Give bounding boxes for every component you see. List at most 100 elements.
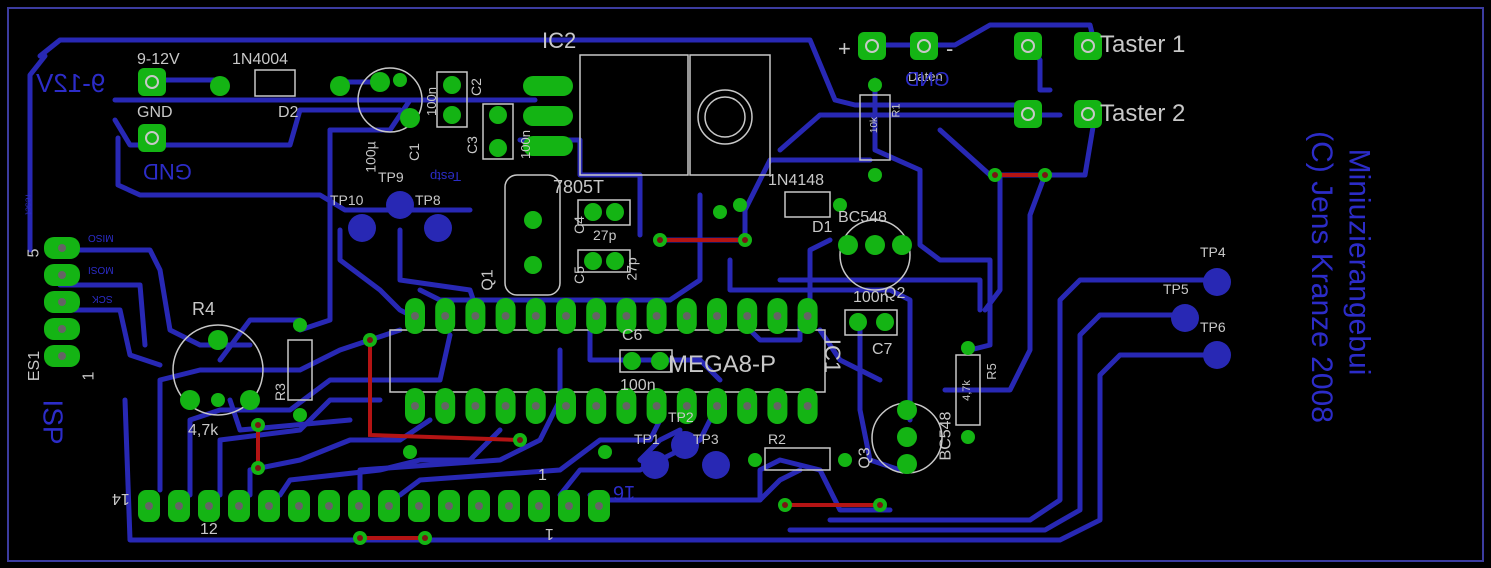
label-c1-val: 100µ bbox=[362, 141, 379, 173]
label-q2: Q2 bbox=[884, 285, 906, 302]
label-tp3: TP3 bbox=[693, 431, 719, 447]
label-tp9: TP9 bbox=[378, 169, 404, 185]
bottom-9-12v: 9-12V bbox=[36, 68, 106, 98]
label-c4: C4 bbox=[570, 216, 587, 234]
isp-pin-drill bbox=[58, 298, 66, 306]
bottom-copyright: (C) Jens Kranze 2008 bbox=[1304, 131, 1338, 423]
ic1-pin-top-drill bbox=[713, 312, 721, 320]
label-r5: R5 bbox=[983, 363, 999, 380]
label-c2-val: 100n bbox=[423, 87, 439, 116]
header-pin-drill bbox=[595, 502, 603, 510]
ic1-pin-top-drill bbox=[592, 312, 601, 320]
label-pin5: 5 bbox=[25, 248, 43, 258]
ic1-pin-top-drill bbox=[803, 312, 812, 320]
header-pin-drill bbox=[535, 502, 543, 510]
silkscreen bbox=[172, 54, 981, 474]
ic1-pin-top-drill bbox=[531, 312, 540, 320]
label-tp10: TP10 bbox=[330, 192, 364, 208]
ic1-pin-top-drill bbox=[743, 312, 752, 320]
label-gnd-top: GND bbox=[137, 104, 173, 121]
label-9-12v: 9-12V bbox=[137, 51, 180, 68]
label-c7-val: 100n bbox=[853, 289, 889, 306]
label-miso: MISO bbox=[88, 232, 114, 243]
taster2-label: Taster 2 bbox=[1100, 100, 1186, 127]
label-bc548-bot: BC548 bbox=[937, 411, 955, 461]
header-pin-drill bbox=[205, 502, 213, 510]
label-r4: R4 bbox=[192, 299, 216, 319]
ic1-pin-bottom-drill bbox=[471, 402, 480, 410]
connector-drills bbox=[145, 39, 1095, 145]
label-1n4004: 1N4004 bbox=[232, 51, 289, 68]
label-d2: D2 bbox=[278, 104, 299, 121]
header-pads bbox=[138, 490, 610, 522]
ic1-label: IC1 bbox=[820, 338, 846, 374]
label-daten: Daten bbox=[908, 69, 943, 84]
label-c3: C3 bbox=[463, 136, 480, 154]
label-bc548-top: BC548 bbox=[838, 209, 887, 226]
label-r2: R2 bbox=[768, 431, 786, 447]
ic1-pin-bottom-drill bbox=[531, 402, 540, 410]
bottom-gnd-right: GND bbox=[905, 69, 950, 91]
header-pin-drill bbox=[235, 502, 243, 510]
label-minus: - bbox=[946, 36, 954, 61]
header-pin-drill bbox=[355, 502, 363, 510]
ic1-pin-bottom-drill bbox=[743, 402, 752, 410]
label-hdr16: 16 bbox=[613, 481, 636, 503]
header-pin-drill bbox=[325, 502, 333, 510]
isp-pin-drill bbox=[58, 271, 66, 279]
label-r1: R1 bbox=[890, 103, 903, 118]
label-r5-val: 4,7k bbox=[960, 380, 973, 401]
label-r4-val: 4,7k bbox=[188, 422, 219, 439]
ic1-pin-bottom-drill bbox=[562, 402, 570, 410]
taster1-label: Taster 1 bbox=[1100, 31, 1186, 58]
bottom-traces bbox=[27, 22, 1218, 543]
ic1-pin-top-drill bbox=[622, 312, 631, 320]
label-c7: C7 bbox=[872, 341, 893, 358]
ic1-pin-bottom-drill bbox=[682, 402, 691, 410]
label-hdr14: 14 bbox=[112, 490, 130, 507]
header-pin-drill bbox=[415, 502, 423, 510]
ic1-pin-top-drill bbox=[501, 312, 510, 320]
ic1-pin-bottom-drill bbox=[652, 402, 661, 410]
ic1-pin-top-drill bbox=[562, 312, 570, 320]
label-27p-a: 27p bbox=[593, 227, 617, 243]
label-r1-val: 10k bbox=[869, 116, 881, 134]
label-7805t: 7805T bbox=[553, 177, 605, 197]
ic1-pads bbox=[405, 298, 818, 424]
label-plus: + bbox=[838, 36, 851, 61]
header-pin-drill bbox=[265, 502, 273, 510]
ic1-pin-bottom-drill bbox=[622, 402, 631, 410]
ic1-pin-bottom-drill bbox=[773, 402, 782, 410]
label-tp5: TP5 bbox=[1163, 281, 1189, 297]
header-pin-drill bbox=[505, 502, 513, 510]
label-sck: SCK bbox=[92, 293, 113, 304]
red-wires bbox=[256, 173, 1045, 540]
header-pin-drill bbox=[295, 502, 303, 510]
ic1-pin-top-drill bbox=[682, 312, 691, 320]
isp-pin-drill bbox=[58, 244, 66, 252]
test-points bbox=[348, 191, 1231, 479]
label-1n4148: 1N4148 bbox=[768, 172, 825, 189]
regulator-pads bbox=[523, 76, 573, 156]
ic2-label: IC2 bbox=[542, 28, 577, 53]
bottom-isp: ISP bbox=[37, 399, 69, 445]
label-c6-val: 100n bbox=[620, 377, 656, 394]
label-hdr12: 12 bbox=[200, 521, 218, 538]
label-tp2: TP2 bbox=[668, 409, 694, 425]
label-hdr1: 1 bbox=[538, 467, 547, 484]
label-hdr1b: 1 bbox=[545, 525, 554, 542]
label-pin1: 1 bbox=[80, 371, 98, 381]
isp-pin-drill bbox=[58, 352, 66, 360]
ic1-pin-top-drill bbox=[471, 312, 480, 320]
bottom-product: Miniuzierangebui bbox=[1342, 148, 1376, 376]
label-c6: C6 bbox=[622, 327, 643, 344]
label-tp8: TP8 bbox=[415, 192, 441, 208]
label-tp1: TP1 bbox=[634, 431, 660, 447]
component-pads bbox=[180, 72, 917, 474]
ic1-pin-bottom-drill bbox=[713, 402, 721, 410]
label-testp: Testp bbox=[430, 169, 462, 184]
label-q3: Q3 bbox=[856, 447, 874, 469]
label-tp6: TP6 bbox=[1200, 319, 1226, 335]
label-27p-b: 27p bbox=[623, 257, 640, 281]
